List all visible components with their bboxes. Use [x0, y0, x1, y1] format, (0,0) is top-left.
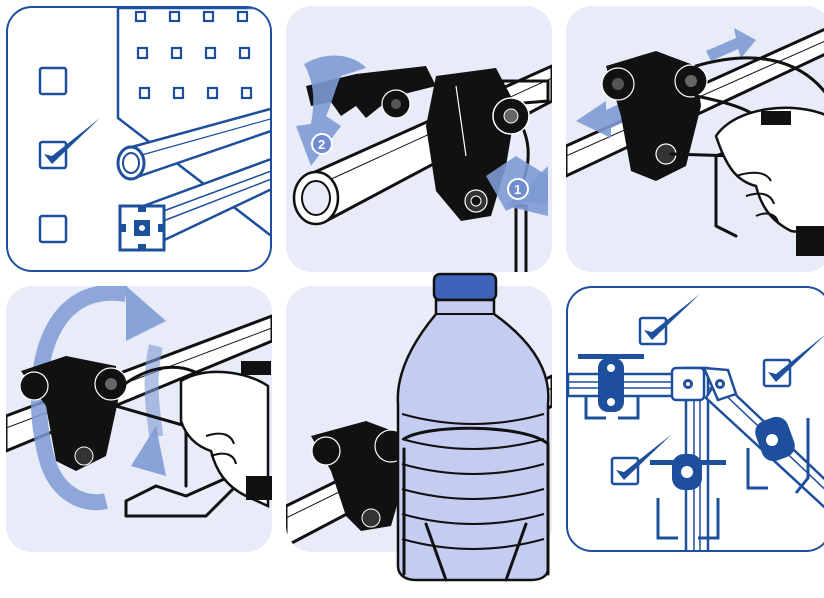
mount-options-illustration [8, 8, 272, 272]
checkbox-checked-top [640, 294, 700, 344]
step-two-marker: 2 [318, 137, 325, 152]
clamp-attach-illustration: 1 2 [286, 6, 552, 272]
profile-mount-illustration [568, 288, 824, 552]
step-6-mount-options-panel [566, 286, 824, 552]
step-2-attach-clamp-panel: 1 2 [286, 6, 552, 272]
step-4-rotate-holder-panel [6, 286, 272, 552]
checkbox-round-tube-checked [40, 118, 100, 168]
rotate-holder-illustration [6, 286, 272, 552]
checkbox-checked-left [612, 434, 672, 484]
checkbox-checked-right [764, 334, 824, 386]
water-bottle [286, 274, 552, 584]
checkbox-profile [40, 216, 66, 242]
connector [672, 368, 704, 400]
step-1-choose-mount-panel [6, 6, 272, 272]
step-5-insert-bottle-panel [286, 286, 552, 552]
bottle-cap [434, 274, 496, 300]
checkmark-icon [768, 334, 824, 382]
tighten-screw-illustration [566, 6, 824, 272]
step-one-marker: 1 [514, 182, 521, 197]
checkbox-perforated-panel [40, 68, 66, 94]
step-3-tighten-screw-panel [566, 6, 824, 272]
